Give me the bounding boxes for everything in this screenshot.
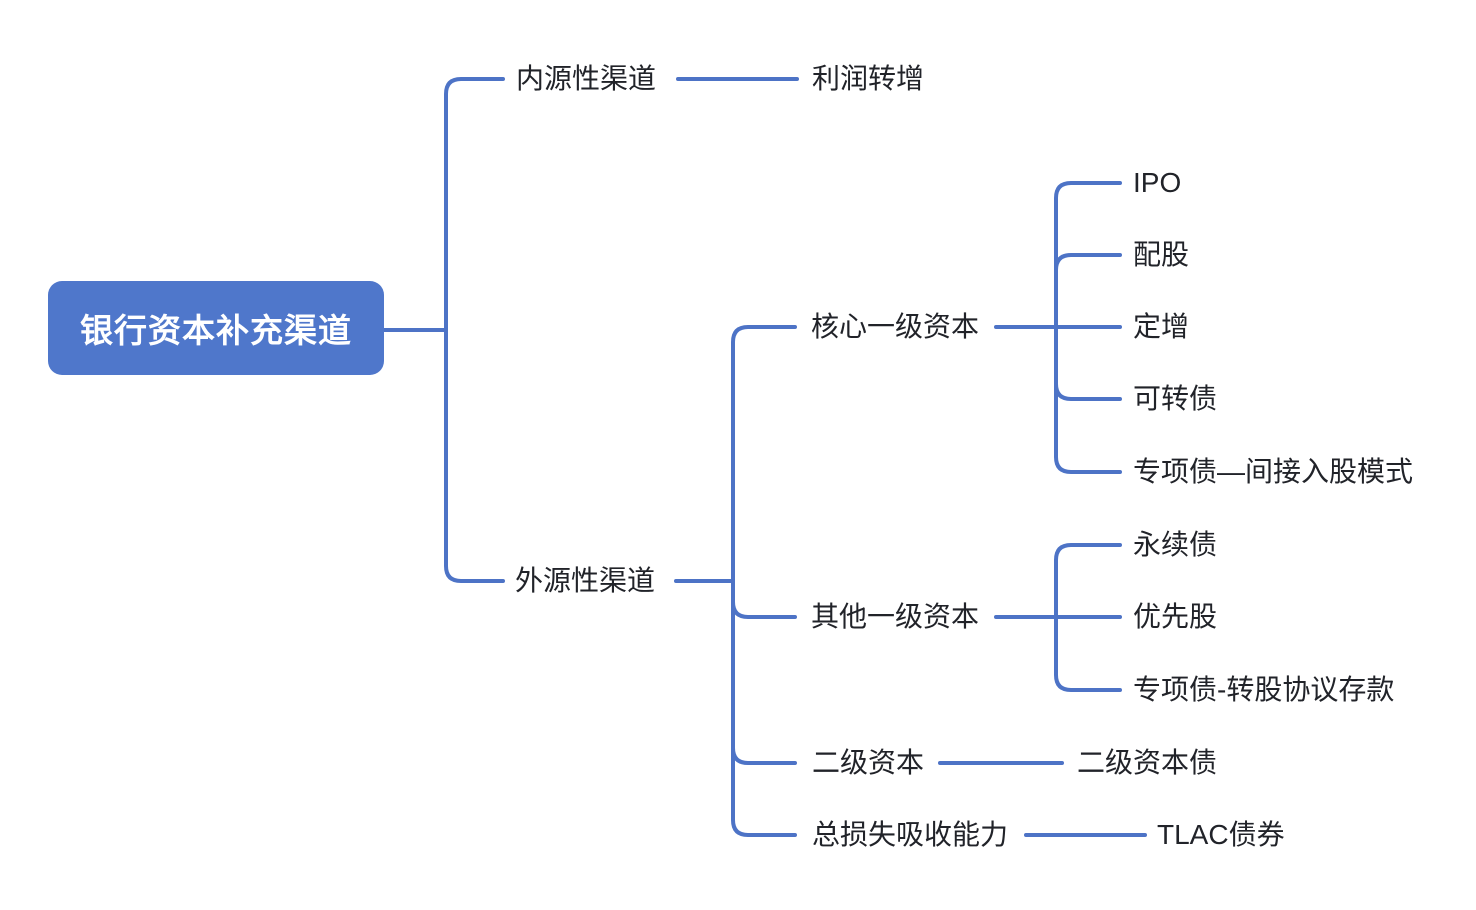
link-ipo [1054, 181, 1122, 329]
node-internal-channel[interactable]: 内源性渠道 [516, 63, 657, 95]
link-at1 [731, 579, 797, 619]
link-special-bond-agreement [1054, 615, 1122, 692]
node-tlac-capacity[interactable]: 总损失吸收能力 [812, 819, 1009, 851]
link-rights-issue [1054, 253, 1122, 329]
node-at1-capital[interactable]: 其他一级资本 [811, 601, 980, 633]
node-external-channel[interactable]: 外源性渠道 [515, 565, 656, 597]
node-special-bond-agreement[interactable]: 专项债-转股协议存款 [1133, 674, 1395, 706]
node-special-bond-indirect[interactable]: 专项债—间接入股模式 [1133, 456, 1414, 488]
node-root-label: 银行资本补充渠道 [80, 312, 352, 349]
link-cet1 [731, 325, 797, 583]
node-convertible-bond[interactable]: 可转债 [1133, 383, 1218, 415]
node-private-placement[interactable]: 定增 [1133, 311, 1190, 343]
link-perpetual-bond [1054, 543, 1122, 619]
node-root[interactable]: 银行资本补充渠道 [48, 281, 384, 375]
link-tier2 [731, 579, 797, 765]
node-cet1-capital[interactable]: 核心一级资本 [811, 311, 980, 343]
node-tier2-capital[interactable]: 二级资本 [812, 747, 925, 779]
node-tier2-bond[interactable]: 二级资本债 [1077, 747, 1218, 779]
node-profit-retention[interactable]: 利润转增 [812, 63, 925, 95]
node-perpetual-bond[interactable]: 永续债 [1133, 529, 1218, 561]
node-preferred-stock[interactable]: 优先股 [1133, 601, 1218, 633]
link-external-channel [444, 328, 505, 583]
node-rights-issue[interactable]: 配股 [1133, 239, 1190, 271]
link-special-bond-indirect [1054, 325, 1122, 474]
link-tlac [731, 579, 797, 837]
node-tlac-bond[interactable]: TLAC债券 [1157, 819, 1285, 851]
link-internal-channel [444, 77, 505, 332]
link-convertible-bond [1054, 325, 1122, 401]
node-ipo[interactable]: IPO [1133, 167, 1182, 199]
